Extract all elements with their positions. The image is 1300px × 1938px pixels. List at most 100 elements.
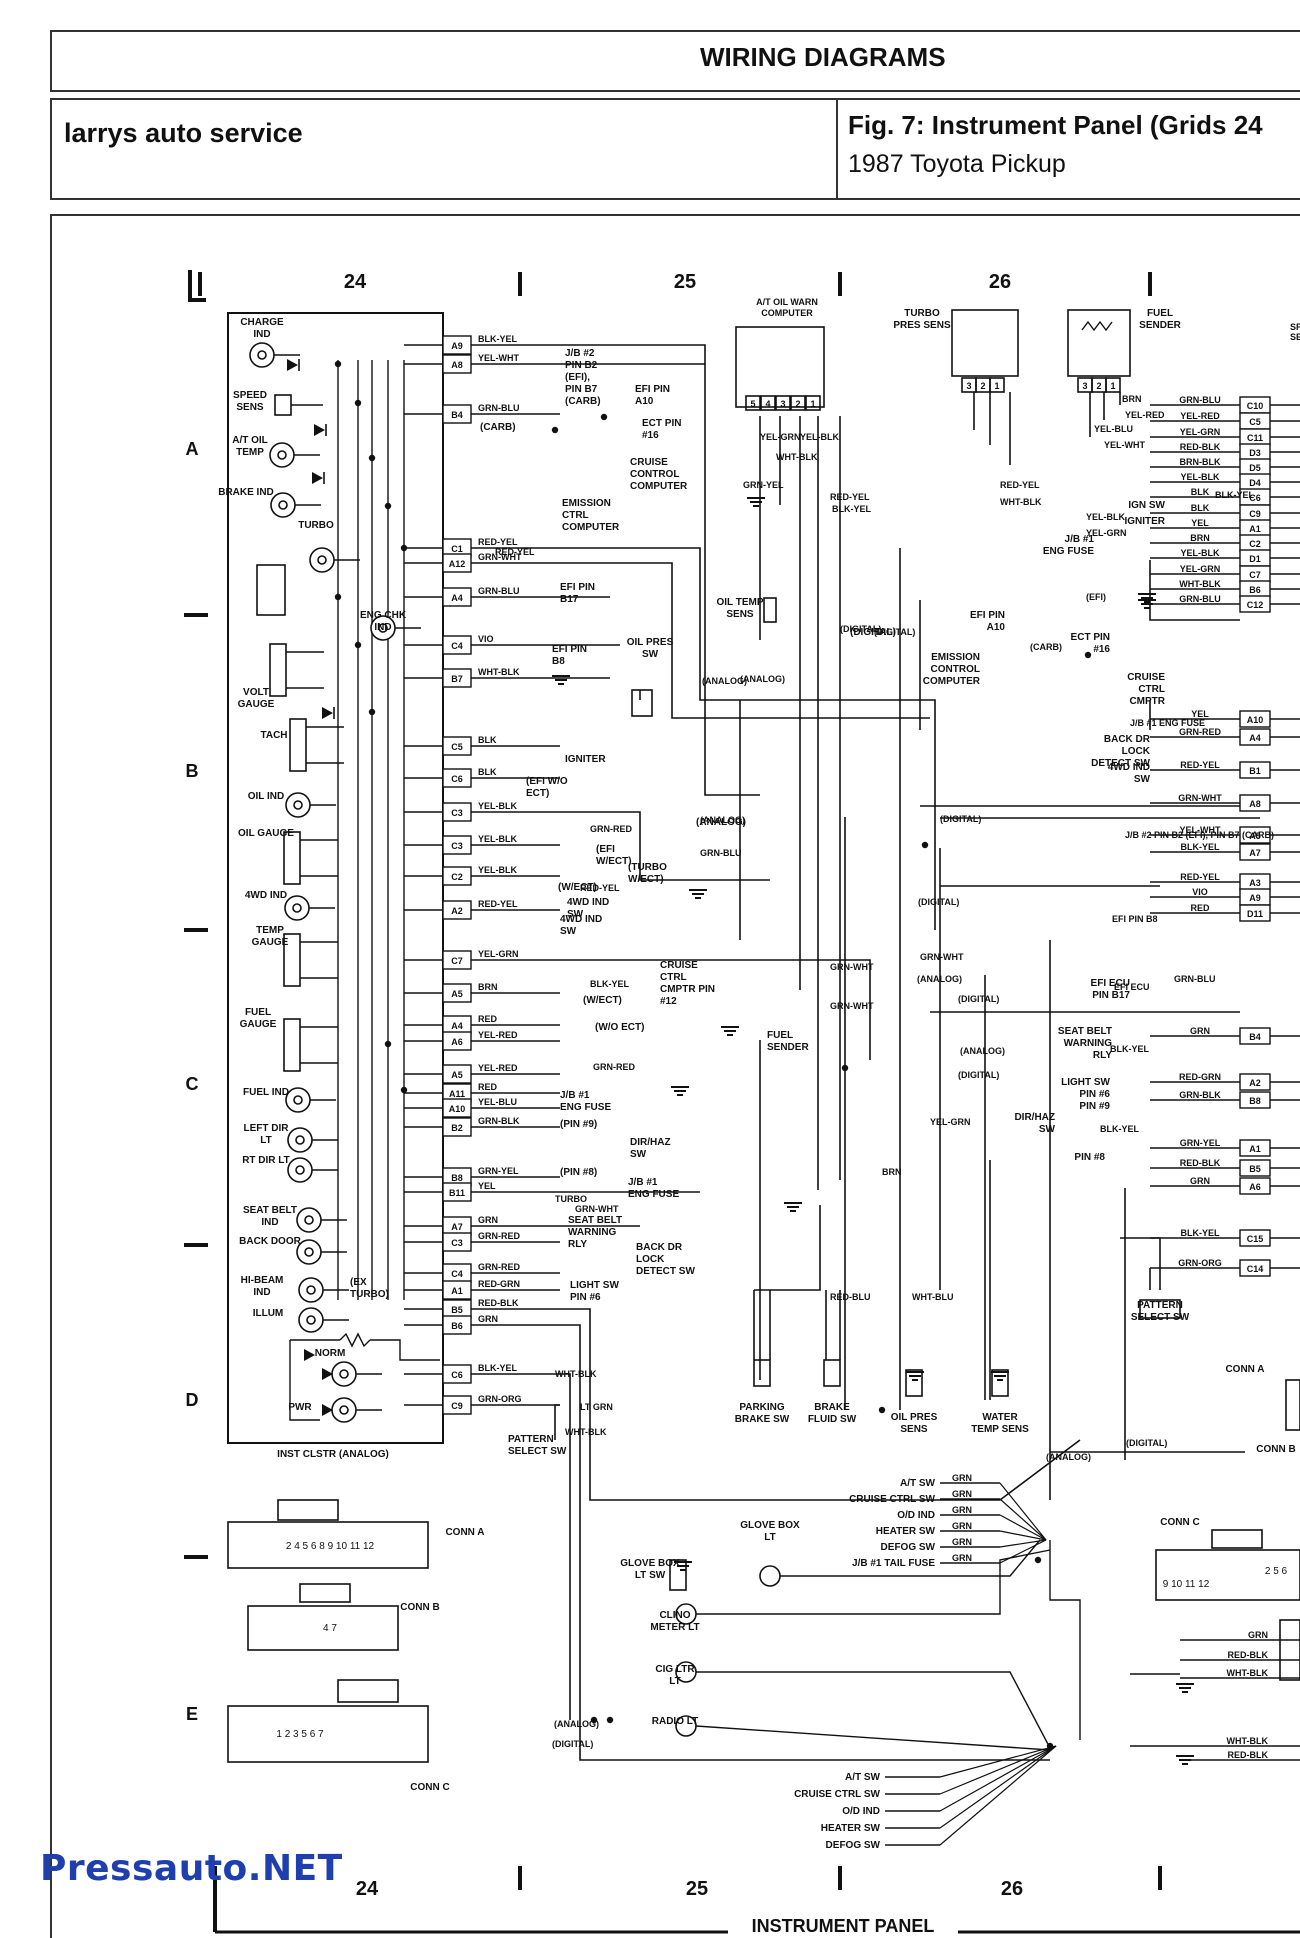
fuel-sender-resistor <box>1081 320 1113 332</box>
wire <box>1149 560 1240 621</box>
wire-color-label: YEL-BLK <box>478 865 517 875</box>
destination-label: (EX <box>350 1277 367 1288</box>
wire-color-label: VIO <box>1192 887 1208 897</box>
backdoor-label: BACK DOOR <box>239 1236 301 1247</box>
right-component-label: BACK DR <box>1104 734 1151 745</box>
grid-row-label: E <box>186 1704 198 1724</box>
destination-label: (EFI <box>596 844 615 855</box>
wire <box>560 562 930 719</box>
junction-dot <box>600 413 608 421</box>
hibeam-indicator-core <box>306 1285 316 1295</box>
switch-name: DEFOG SW <box>881 1542 936 1553</box>
misc-label: BLK-YEL <box>1110 1044 1149 1054</box>
speed-label: SENS <box>236 402 264 413</box>
wire-color-label: RED <box>478 1014 498 1024</box>
right-label: BLK-YEL <box>1215 490 1254 500</box>
brake-indicator-core <box>278 500 288 510</box>
pin-label: A1 <box>1249 1144 1261 1154</box>
fuelind-label: FUEL IND <box>243 1087 289 1098</box>
hibeam-label: IND <box>253 1287 270 1298</box>
pin-number: 3 <box>780 399 785 409</box>
wire-color-label: GRN-ORG <box>1178 1258 1222 1268</box>
conn-c-tab <box>337 1679 399 1703</box>
junction-dot <box>354 641 362 649</box>
wire-color-label: YEL-BLK <box>1181 472 1220 482</box>
switch-symbol <box>991 1369 1009 1397</box>
pin-label: B5 <box>451 1305 463 1315</box>
wire <box>289 1340 320 1421</box>
misc-label: (ANALOG) <box>554 1719 599 1729</box>
wire <box>560 1373 571 1720</box>
wire <box>560 1324 1050 1761</box>
destination-label: (CARB) <box>565 396 601 407</box>
wire-color-label: GRN <box>952 1537 972 1547</box>
pin-label: C7 <box>1249 570 1261 580</box>
junction-dot <box>334 360 342 368</box>
wire-color-label: BLK-YEL <box>478 1363 517 1373</box>
junction-dot <box>400 544 408 552</box>
conn-b-tab <box>299 1583 351 1603</box>
oil-temp-sens-label: OIL TEMP <box>716 597 763 608</box>
wire-color-label: YEL-WHT <box>1180 825 1221 835</box>
speed-sensor <box>274 394 292 416</box>
leftdir-indicator-core <box>295 1135 305 1145</box>
wire-color-label: YEL-RED <box>478 1063 518 1073</box>
right-label: (DIGITAL) <box>940 814 981 824</box>
wire <box>554 1404 560 1440</box>
connector-pin <box>760 395 776 411</box>
wire-color-label: GRN-WHT <box>478 552 522 562</box>
pin-number: 3 <box>1082 381 1087 391</box>
pin-label: A2 <box>1249 1078 1261 1088</box>
right-component-label: ENG FUSE <box>1043 546 1094 557</box>
wire-color-label: BRN <box>478 982 498 992</box>
right-component-label: PATTERN <box>1137 1300 1183 1311</box>
engchk-label: IND <box>374 622 391 633</box>
wire-color-label: YEL-RED <box>1180 411 1220 421</box>
misc-label: GRN-RED <box>590 824 632 834</box>
pin-number: 3 <box>966 381 971 391</box>
right-label: (DIGITAL) <box>874 627 915 637</box>
junction-dot <box>1034 1556 1042 1564</box>
pin-label: D3 <box>1249 448 1261 458</box>
misc-label: (DIGITAL) <box>840 624 881 634</box>
destination-label: CMPTR PIN <box>660 984 715 995</box>
resistor-symbol <box>339 1332 371 1348</box>
footer-panel-name: INSTRUMENT PANEL <box>752 1916 935 1936</box>
norm-indicator-core <box>339 1369 349 1379</box>
wire-color-label: GRN <box>478 1314 498 1324</box>
destination-label: CRUISE <box>630 457 668 468</box>
leftdir-label: LEFT DIR <box>244 1123 290 1134</box>
misc-label: (DIGITAL) <box>552 1739 593 1749</box>
right-component-label: J/B #1 <box>1065 534 1095 545</box>
wire-color-label: GRN <box>952 1521 972 1531</box>
pin-label: C2 <box>1249 539 1261 549</box>
oilgauge-gauge <box>283 831 301 885</box>
right-component-label: PIN #9 <box>1079 1101 1110 1112</box>
destination-label: EMISSION <box>562 498 611 509</box>
conn-b-pins: 4 7 <box>323 1623 337 1634</box>
fuel-sender-box <box>1067 309 1131 377</box>
misc-label: GRN-WHT <box>830 962 874 972</box>
pin-label: C7 <box>451 956 463 966</box>
right-component-label: SW <box>1039 1124 1056 1135</box>
misc-label: GRN-WHT <box>830 1001 874 1011</box>
junction-dot <box>921 841 929 849</box>
oil-pres-sw-label: OIL PRES <box>627 637 674 648</box>
company-name: larrys auto service <box>64 118 303 148</box>
destination-label: ENG FUSE <box>560 1102 611 1113</box>
wire <box>560 547 936 930</box>
misc-label: TURBO <box>555 1194 587 1204</box>
wire-color-label: YEL <box>1191 709 1209 719</box>
fwd-indicator-core <box>292 903 302 913</box>
wire-color-label: RED-BLK <box>1228 1650 1269 1660</box>
wire-color-label: YEL <box>478 1181 496 1191</box>
wire-color-label: RED-BLK <box>1180 442 1221 452</box>
destination-label: W/ECT) <box>596 856 632 867</box>
turbo-pres-sens-label: TURBO <box>904 308 940 319</box>
oil-temp-sens-label: SENS <box>726 609 754 620</box>
hibeam-label: HI-BEAM <box>241 1275 284 1286</box>
wire-color-label: GRN-BLK <box>478 1116 520 1126</box>
destination-label: J/B #1 <box>628 1177 658 1188</box>
pin-label: C6 <box>451 774 463 784</box>
wire-color-label: BLK <box>1191 487 1210 497</box>
